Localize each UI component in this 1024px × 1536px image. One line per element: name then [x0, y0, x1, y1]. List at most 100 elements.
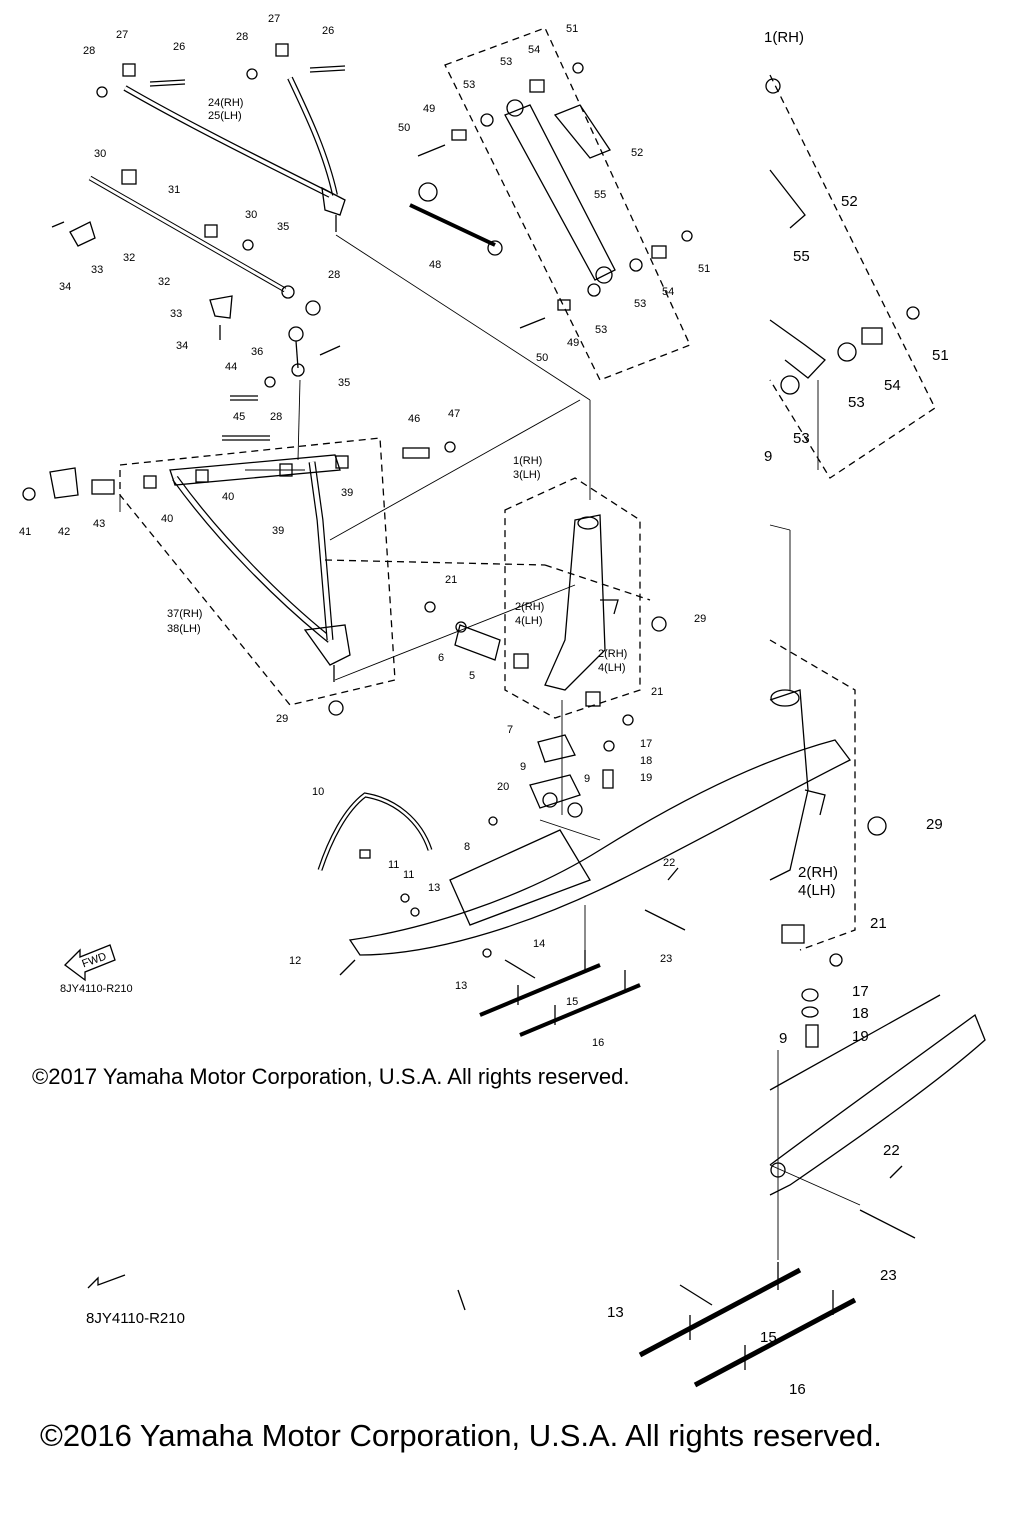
- callout-33b: 33: [170, 308, 182, 320]
- callout-53b: 53: [463, 79, 475, 91]
- callout-53c: 53: [634, 298, 646, 310]
- callout-28b: 28: [236, 31, 248, 43]
- callout-1z: 1(RH): [764, 29, 804, 46]
- shock-absorber: [417, 62, 693, 329]
- diagram-code-outer: 8JY4110-R210: [86, 1310, 185, 1327]
- diagram-code-inner: 8JY4110-R210: [60, 983, 133, 995]
- callout-26b: 26: [173, 41, 185, 53]
- callout-15a: 15: [566, 996, 578, 1008]
- zoom-spindle: [769, 689, 887, 967]
- callout-29a: 29: [276, 713, 288, 725]
- callout-29b: 29: [694, 613, 706, 625]
- callout-3: 3(LH): [513, 469, 541, 481]
- callout-16z: 16: [789, 1381, 806, 1398]
- callout-6: 6: [438, 652, 444, 664]
- callout-2b: 2(RH): [598, 648, 627, 660]
- fwd-arrow-inner: [64, 944, 116, 982]
- callout-47: 47: [448, 408, 460, 420]
- callout-33a: 33: [91, 264, 103, 276]
- fwd-badge: FWD: [80, 951, 108, 971]
- callout-28a: 28: [83, 45, 95, 57]
- callout-19z: 19: [852, 1028, 869, 1045]
- callout-35a: 35: [277, 221, 289, 233]
- callout-21a: 21: [445, 574, 457, 586]
- callout-labels-zoom: 1(RH) 52 55 51 54 53 53 9 29 2(RH) 4(LH)…: [607, 29, 949, 1398]
- ski-handle: [317, 792, 433, 871]
- callout-50a: 50: [398, 122, 410, 134]
- callout-34b: 34: [176, 340, 188, 352]
- callout-51b: 51: [698, 263, 710, 275]
- callout-53d: 53: [595, 324, 607, 336]
- callout-4z: 4(LH): [798, 882, 836, 899]
- callout-19a: 19: [640, 772, 652, 784]
- callout-10: 10: [312, 786, 324, 798]
- callout-9zb: 9: [779, 1030, 787, 1047]
- callout-48: 48: [429, 259, 441, 271]
- callout-30a: 30: [94, 148, 106, 160]
- callout-9a: 9: [520, 761, 526, 773]
- callout-55z: 55: [793, 248, 810, 265]
- callout-46: 46: [408, 413, 420, 425]
- callout-11a: 11: [388, 859, 399, 871]
- callout-28d: 28: [270, 411, 282, 423]
- callout-30b: 30: [245, 209, 257, 221]
- callout-51z: 51: [932, 347, 949, 364]
- callout-12a: 12: [289, 955, 301, 967]
- callout-21b: 21: [651, 686, 663, 698]
- leader-lines: [119, 234, 861, 1260]
- callout-31: 31: [168, 184, 180, 196]
- callout-13a: 13: [428, 882, 440, 894]
- fwd-arrow-outer: [87, 1274, 126, 1289]
- zoom-shock: [765, 78, 920, 395]
- callout-16a: 16: [592, 1037, 604, 1049]
- callout-51a: 51: [566, 23, 578, 35]
- stabilizer-bar: [51, 169, 321, 340]
- callout-labels: 27 27 26 26 28 28 24(RH) 25(LH) 30 31 30…: [19, 13, 710, 1049]
- steering-shock: [409, 182, 503, 256]
- callout-35b: 35: [338, 377, 350, 389]
- callout-55a: 55: [594, 189, 606, 201]
- callout-40a: 40: [222, 491, 234, 503]
- callout-49b: 49: [567, 337, 579, 349]
- assembly-outlines: [119, 27, 936, 951]
- callout-1: 1(RH): [513, 455, 542, 467]
- callout-43: 43: [93, 518, 105, 530]
- callout-38: 38(LH): [167, 623, 201, 635]
- callout-53a: 53: [500, 56, 512, 68]
- callout-49a: 49: [423, 103, 435, 115]
- callout-27a: 27: [268, 13, 280, 25]
- callout-29z: 29: [926, 816, 943, 833]
- callout-52z: 52: [841, 193, 858, 210]
- callout-50b: 50: [536, 352, 548, 364]
- copyright-inner: ©2017 Yamaha Motor Corporation, U.S.A. A…: [32, 1064, 630, 1089]
- callout-22a: 22: [663, 857, 675, 869]
- callout-23z: 23: [880, 1267, 897, 1284]
- callout-23a: 23: [660, 953, 672, 965]
- spindle: [424, 514, 667, 726]
- callout-26a: 26: [322, 25, 334, 37]
- wear-bars: [479, 950, 641, 1037]
- callout-13z: 13: [607, 1304, 624, 1321]
- callout-54z: 54: [884, 377, 901, 394]
- callout-4b: 4(LH): [598, 662, 626, 674]
- callout-18a: 18: [640, 755, 652, 767]
- callout-22z: 22: [883, 1142, 900, 1159]
- callout-21z: 21: [870, 915, 887, 932]
- callout-2z: 2(RH): [798, 864, 838, 881]
- callout-20: 20: [497, 781, 509, 793]
- callout-54a: 54: [528, 44, 540, 56]
- callout-9z: 9: [764, 448, 772, 465]
- callout-4a: 4(LH): [515, 615, 543, 627]
- upper-a-arm: [96, 43, 346, 232]
- callout-40b: 40: [161, 513, 173, 525]
- callout-37: 37(RH): [167, 608, 202, 620]
- stabilizer-link: [230, 326, 341, 401]
- callout-11b: 11: [403, 869, 414, 881]
- ski: [339, 734, 851, 979]
- callout-28c: 28: [328, 269, 340, 281]
- callout-45: 45: [233, 411, 245, 423]
- lower-a-arm: [22, 435, 456, 716]
- callout-39b: 39: [272, 525, 284, 537]
- callout-17a: 17: [640, 738, 652, 750]
- callout-54b: 54: [662, 286, 674, 298]
